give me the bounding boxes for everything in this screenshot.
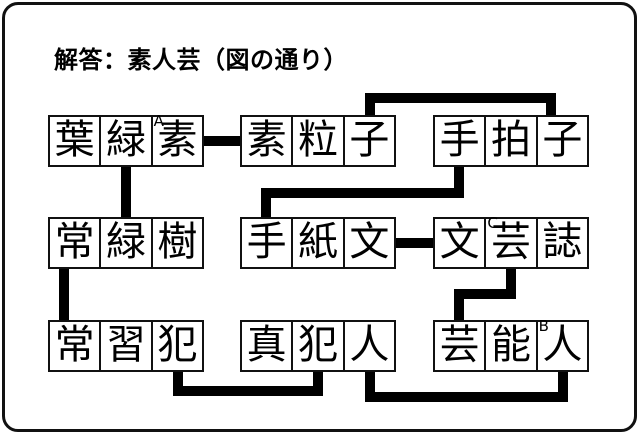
- kanji-char: 文: [439, 219, 480, 265]
- word-box-手拍子: 手拍子: [433, 115, 589, 167]
- kanji-char: 子: [349, 117, 390, 163]
- connector-人: [558, 371, 568, 397]
- kanji-char: 真: [246, 322, 287, 368]
- kanji-char: 習: [105, 322, 146, 368]
- kanji-cell: 子: [535, 117, 587, 165]
- kanji-char: 芸: [439, 322, 480, 368]
- connector-素: [204, 136, 240, 146]
- kanji-cell: 能: [484, 322, 535, 370]
- figure-title: 解答：素人芸（図の通り）: [54, 46, 348, 74]
- kanji-char: 手: [246, 219, 287, 265]
- kanji-char: 能: [490, 322, 531, 368]
- connector-手: [454, 166, 464, 193]
- connector-人: [365, 392, 568, 402]
- connector-手: [261, 196, 271, 219]
- kanji-char: 葉: [54, 117, 95, 163]
- kanji-cell: 誌: [535, 219, 587, 267]
- kanji-cell: 粒: [291, 117, 342, 165]
- kanji-char: 人: [542, 322, 583, 368]
- word-box-常習犯: 常習犯: [48, 320, 204, 372]
- kanji-char: 緑: [105, 219, 146, 265]
- kanji-char: 拍: [490, 117, 531, 163]
- kanji-char: 手: [439, 117, 480, 163]
- kanji-cell: 習: [99, 322, 150, 370]
- kanji-cell: 子: [342, 117, 394, 165]
- kanji-cell: 犯: [291, 322, 342, 370]
- kanji-cell: 緑: [99, 219, 150, 267]
- kanji-cell: 文: [342, 219, 394, 267]
- kanji-cell: 樹: [150, 219, 202, 267]
- kanji-char: 文: [349, 219, 390, 265]
- kanji-cell: 文: [435, 219, 484, 267]
- kanji-char: 人: [349, 322, 390, 368]
- connector-犯: [173, 371, 183, 391]
- connector-人: [365, 371, 375, 397]
- kanji-char: 芸: [490, 219, 531, 265]
- word-box-真犯人: 真犯人: [240, 320, 396, 372]
- kanji-cell: 葉: [50, 117, 99, 165]
- kanji-cell: 手: [435, 117, 484, 165]
- connector-犯: [313, 371, 323, 391]
- kanji-cell: 常: [50, 219, 99, 267]
- connector-文: [396, 238, 433, 248]
- kanji-char: 粒: [297, 117, 338, 163]
- word-box-常緑樹: 常緑樹: [48, 217, 204, 269]
- word-box-素粒子: 素粒子: [240, 115, 396, 167]
- answer-marker-B: B: [538, 317, 549, 335]
- kanji-cell: 犯: [150, 322, 202, 370]
- kanji-cell: 拍: [484, 117, 535, 165]
- connector-芸: [506, 268, 516, 294]
- kanji-char: 紙: [297, 219, 338, 265]
- kanji-cell: 手: [242, 219, 291, 267]
- kanji-cell: 真: [242, 322, 291, 370]
- connector-犯: [173, 386, 323, 396]
- kanji-char: 素: [246, 117, 287, 163]
- kanji-char: 樹: [157, 219, 198, 265]
- kanji-cell: 紙: [291, 219, 342, 267]
- connector-芸: [454, 289, 516, 299]
- connector-子: [365, 101, 375, 117]
- connector-子: [365, 93, 556, 103]
- word-box-手紙文: 手紙文: [240, 217, 396, 269]
- kanji-char: 誌: [542, 219, 583, 265]
- kanji-char: 常: [54, 219, 95, 265]
- connector-緑: [121, 166, 131, 218]
- kanji-char: 犯: [157, 322, 198, 368]
- kanji-cell: 緑: [99, 117, 150, 165]
- connector-常: [59, 268, 69, 322]
- kanji-cell: 人: [342, 322, 394, 370]
- kanji-cell: 素: [242, 117, 291, 165]
- kanji-char: 子: [542, 117, 583, 163]
- kanji-cell: 常: [50, 322, 99, 370]
- connector-芸: [454, 297, 464, 322]
- kanji-char: 常: [54, 322, 95, 368]
- connector-子: [546, 101, 556, 117]
- answer-marker-C: C: [487, 214, 498, 232]
- kanji-char: 素: [157, 117, 198, 163]
- kanji-char: 緑: [105, 117, 146, 163]
- answer-marker-A: A: [153, 112, 164, 130]
- connector-手: [261, 188, 464, 198]
- kanji-cell: 芸: [435, 322, 484, 370]
- kanji-char: 犯: [297, 322, 338, 368]
